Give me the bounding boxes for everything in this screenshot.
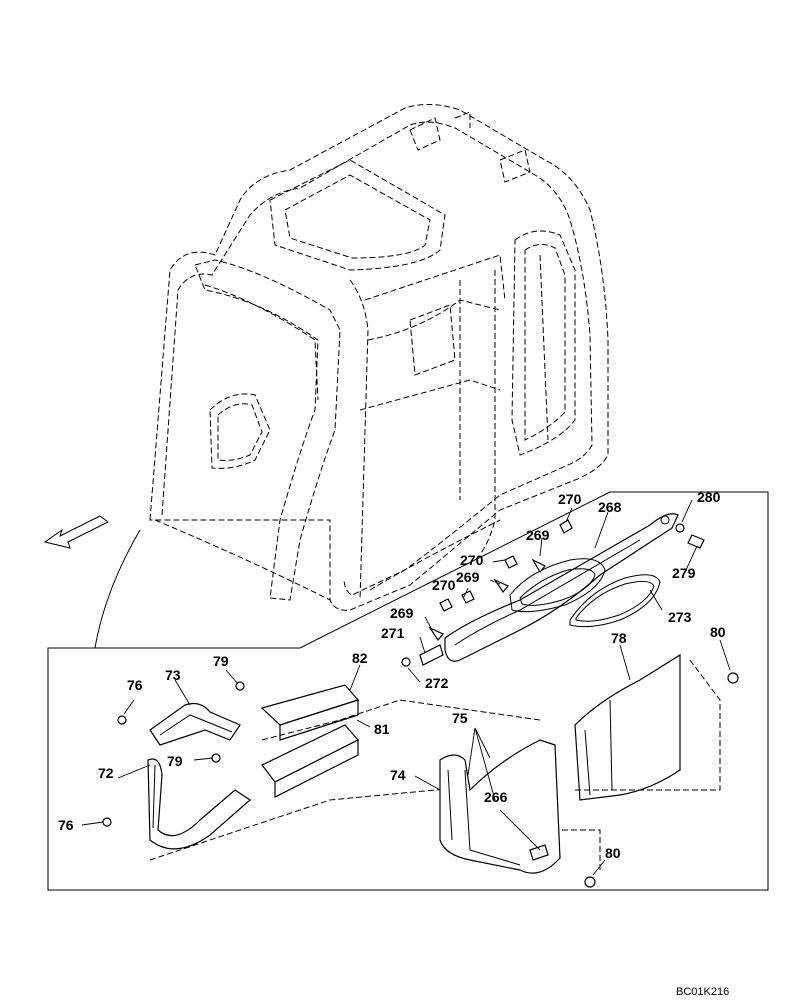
upper-air-duct-part	[444, 513, 679, 662]
callout-82: 82	[352, 650, 368, 666]
callout-269: 269	[390, 605, 414, 621]
side-cover-panels	[439, 653, 739, 888]
callout-280: 280	[697, 489, 721, 505]
lower-duct-parts	[102, 681, 541, 861]
callout-72: 72	[98, 765, 114, 781]
callout-270: 270	[558, 491, 582, 507]
clip-fasteners	[401, 519, 705, 667]
callout-79: 79	[167, 753, 183, 769]
cab-frame-phantom	[149, 104, 609, 611]
callout-75: 75	[452, 710, 468, 726]
leader-lines	[81, 499, 731, 876]
callout-76: 76	[127, 677, 143, 693]
callout-271: 271	[381, 625, 405, 641]
callout-279: 279	[672, 565, 696, 581]
callout-266: 266	[484, 789, 508, 805]
callout-270: 270	[460, 552, 484, 568]
callout-80: 80	[605, 845, 621, 861]
callout-81: 81	[374, 721, 390, 737]
callout-269: 269	[526, 527, 550, 543]
callout-272: 272	[425, 675, 449, 691]
callout-76: 76	[58, 817, 74, 833]
exploded-view-frame	[47, 491, 769, 891]
drawing-code: BC01K216	[676, 986, 729, 998]
callout-79: 79	[213, 653, 229, 669]
callout-269: 269	[456, 569, 480, 585]
front-direction-arrow-icon	[43, 515, 109, 549]
callout-74: 74	[390, 767, 406, 783]
callout-273: 273	[668, 609, 692, 625]
callout-labels: 268 270 269 270 269 270 269 271 272 280 …	[58, 489, 726, 861]
callout-80: 80	[710, 624, 726, 640]
callout-73: 73	[165, 667, 181, 683]
callout-270: 270	[432, 577, 456, 593]
callout-268: 268	[598, 499, 622, 515]
callout-78: 78	[611, 630, 627, 646]
